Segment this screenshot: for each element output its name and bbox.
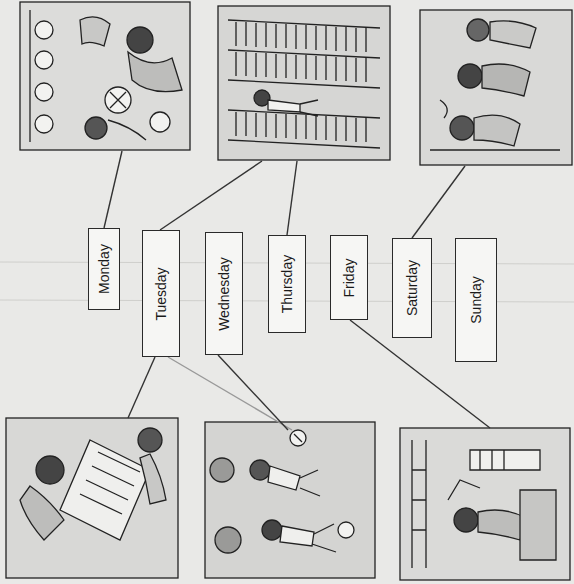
football-picture-part xyxy=(215,527,241,553)
shop-picture-part xyxy=(105,87,131,113)
keyboard-picture-part xyxy=(140,454,166,504)
matching-lines xyxy=(104,151,490,430)
day-box: Sunday xyxy=(455,238,497,362)
library-picture xyxy=(218,6,390,160)
reading-picture-part xyxy=(412,440,426,568)
keyboard-picture-part xyxy=(138,428,162,452)
football-picture-part xyxy=(290,430,306,446)
reading-picture-part xyxy=(448,480,480,500)
library-picture-part xyxy=(236,112,366,142)
day-name: Thursday xyxy=(280,255,294,313)
keyboard-picture-part xyxy=(36,456,64,484)
shop-picture-part xyxy=(20,2,190,150)
keyboard-picture xyxy=(6,418,178,578)
day-box: Wednesday xyxy=(205,232,243,355)
football-picture xyxy=(205,422,375,578)
library-picture-part xyxy=(236,52,366,82)
shop-picture-part xyxy=(80,17,110,46)
day-box: Tuesday xyxy=(142,230,180,357)
football-picture-part xyxy=(338,522,354,538)
people-picture-part xyxy=(474,115,520,146)
football-picture-part xyxy=(210,458,234,482)
library-picture-part xyxy=(228,20,380,148)
day-name: Wednesday xyxy=(217,257,231,331)
football-picture-part xyxy=(268,466,300,490)
keyboard-picture-part xyxy=(6,418,178,578)
people-picture-part xyxy=(440,100,447,118)
people-picture-part xyxy=(482,64,530,96)
football-picture-part xyxy=(294,434,302,442)
matching-lines-part xyxy=(218,355,288,430)
day-name: Saturday xyxy=(405,260,419,316)
reading-picture-part xyxy=(520,490,556,560)
day-name: Monday xyxy=(97,244,111,294)
library-picture-part xyxy=(218,6,390,160)
day-name: Tuesday xyxy=(154,267,168,320)
matching-lines-part xyxy=(412,166,465,238)
football-picture-part xyxy=(312,524,336,552)
people-picture-part xyxy=(430,149,560,150)
football-picture-part xyxy=(300,470,320,496)
day-name: Friday xyxy=(342,258,356,297)
shop-picture-part xyxy=(127,27,153,53)
people-picture-part xyxy=(420,10,572,165)
keyboard-picture-part xyxy=(80,452,140,514)
football-picture-part xyxy=(280,526,314,546)
football-picture-part xyxy=(250,460,270,480)
football-picture-part xyxy=(205,422,375,578)
day-box: Friday xyxy=(330,235,368,320)
shop-picture-part xyxy=(35,51,53,69)
shop-picture-part xyxy=(110,92,126,108)
shop-picture-part xyxy=(35,21,53,39)
reading-picture-part xyxy=(400,428,570,580)
shop-picture-part xyxy=(35,83,53,101)
library-picture-part xyxy=(236,22,366,52)
library-picture-part xyxy=(268,100,300,112)
shop-picture-part xyxy=(85,117,107,139)
shop-picture-part xyxy=(150,112,170,132)
library-picture-part xyxy=(300,100,318,116)
reading-picture-part xyxy=(480,450,504,470)
people-picture-part xyxy=(467,19,489,41)
day-box: Thursday xyxy=(268,235,306,333)
reading-picture xyxy=(400,428,570,580)
matching-lines-part xyxy=(287,161,297,235)
matching-lines-part xyxy=(104,151,122,228)
keyboard-picture-part xyxy=(20,486,64,540)
reading-picture-part xyxy=(470,450,540,470)
football-picture-part xyxy=(262,520,282,540)
people-picture-part xyxy=(490,21,536,48)
shop-picture-part xyxy=(128,52,182,92)
day-box: Saturday xyxy=(392,238,432,338)
reading-picture-part xyxy=(454,508,478,532)
matching-lines-part xyxy=(160,161,262,230)
day-box: Monday xyxy=(88,228,120,310)
matching-lines-part xyxy=(128,357,155,418)
shop-picture-part xyxy=(108,120,146,140)
shop-picture-part xyxy=(35,115,53,133)
keyboard-picture-part xyxy=(60,440,150,540)
shop-picture-part xyxy=(29,10,30,142)
shop-picture xyxy=(20,2,190,150)
reading-picture-part xyxy=(478,510,526,540)
day-name: Sunday xyxy=(469,276,483,323)
people-picture-part xyxy=(458,64,482,88)
people-picture-part xyxy=(450,116,474,140)
people-picture xyxy=(420,10,572,165)
